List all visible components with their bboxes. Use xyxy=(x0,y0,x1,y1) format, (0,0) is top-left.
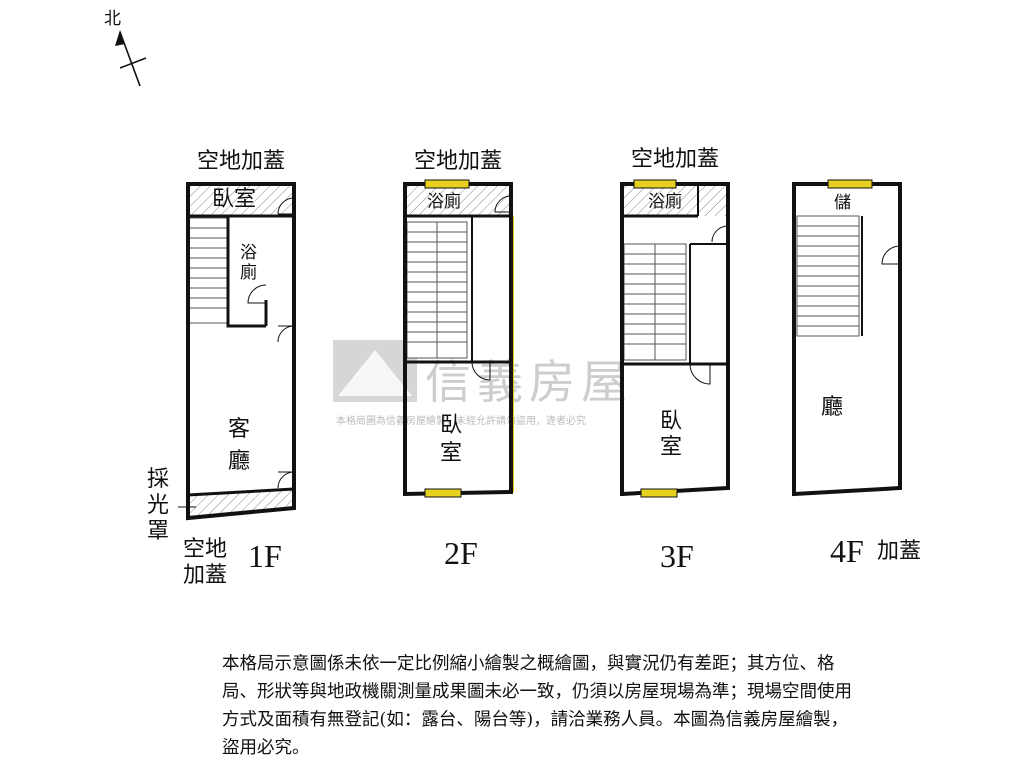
1f-skylight-label-1: 採 xyxy=(147,467,169,492)
1f-bath-label-2: 廁 xyxy=(240,262,257,283)
floor-3f: 空地加蓋 浴廁 臥 室 3F xyxy=(620,147,730,574)
compass-north-label: 北 xyxy=(104,9,121,29)
4f-floor-note: 加蓋 xyxy=(877,539,921,564)
1f-bottom-addition-label-1: 空地 xyxy=(183,537,227,562)
4f-hall-label: 廳 xyxy=(821,395,843,420)
2f-floor-label: 2F xyxy=(444,535,478,571)
floor-4f: 儲 廳 4F 加蓋 xyxy=(792,179,921,569)
2f-bath-label: 浴廁 xyxy=(427,191,461,212)
compass: 北 xyxy=(104,9,147,87)
floor-2f: 空地加蓋 浴廁 臥 室 2F xyxy=(403,149,514,571)
3f-bedroom-label-1: 臥 xyxy=(660,409,682,434)
4f-storage-label: 儲 xyxy=(834,193,851,213)
floor-1f: 空地加蓋 臥室 浴 廁 客 廳 採 光 罩 空地 加蓋 1F xyxy=(147,149,296,588)
watermark-notice: 本格局圖為信義房屋繪製，未經允許請勿盜用，違者必究 xyxy=(336,414,586,427)
watermark-brand: 信義房屋 xyxy=(425,355,633,409)
2f-bedroom-label-2: 室 xyxy=(440,441,462,466)
watermark: 信義房屋 本格局圖為信義房屋繪製，未經允許請勿盜用，違者必究 xyxy=(333,340,633,427)
4f-floor-label: 4F xyxy=(830,533,864,569)
1f-skylight-label-2: 光 xyxy=(147,493,169,518)
1f-skylight-label-3: 罩 xyxy=(147,519,169,544)
1f-bottom-addition-label-2: 加蓋 xyxy=(183,563,227,588)
3f-floor-label: 3F xyxy=(660,538,694,574)
3f-top-addition-label: 空地加蓋 xyxy=(631,147,719,172)
1f-bedroom-label: 臥室 xyxy=(212,187,256,212)
1f-bath-label-1: 浴 xyxy=(240,243,257,263)
2f-bath-hatch xyxy=(405,184,511,216)
1f-bottom-addition-hatch xyxy=(188,489,294,518)
1f-top-addition-hatch xyxy=(188,184,294,216)
1f-top-addition-label: 空地加蓋 xyxy=(197,149,285,174)
1f-living-label-1: 客 xyxy=(228,417,250,442)
2f-top-addition-label: 空地加蓋 xyxy=(414,149,502,174)
disclaimer-text: 本格局示意圖係未依一定比例縮小繪製之概繪圖，與實況仍有差距；其方位、格局、形狀等… xyxy=(222,654,852,758)
3f-bath-hatch xyxy=(622,184,728,216)
3f-bath-label: 浴廁 xyxy=(648,191,682,212)
1f-floor-label: 1F xyxy=(248,538,282,574)
2f-bedroom-label-1: 臥 xyxy=(440,413,462,438)
3f-bedroom-label-2: 室 xyxy=(660,435,682,460)
1f-living-label-2: 廳 xyxy=(228,449,250,474)
